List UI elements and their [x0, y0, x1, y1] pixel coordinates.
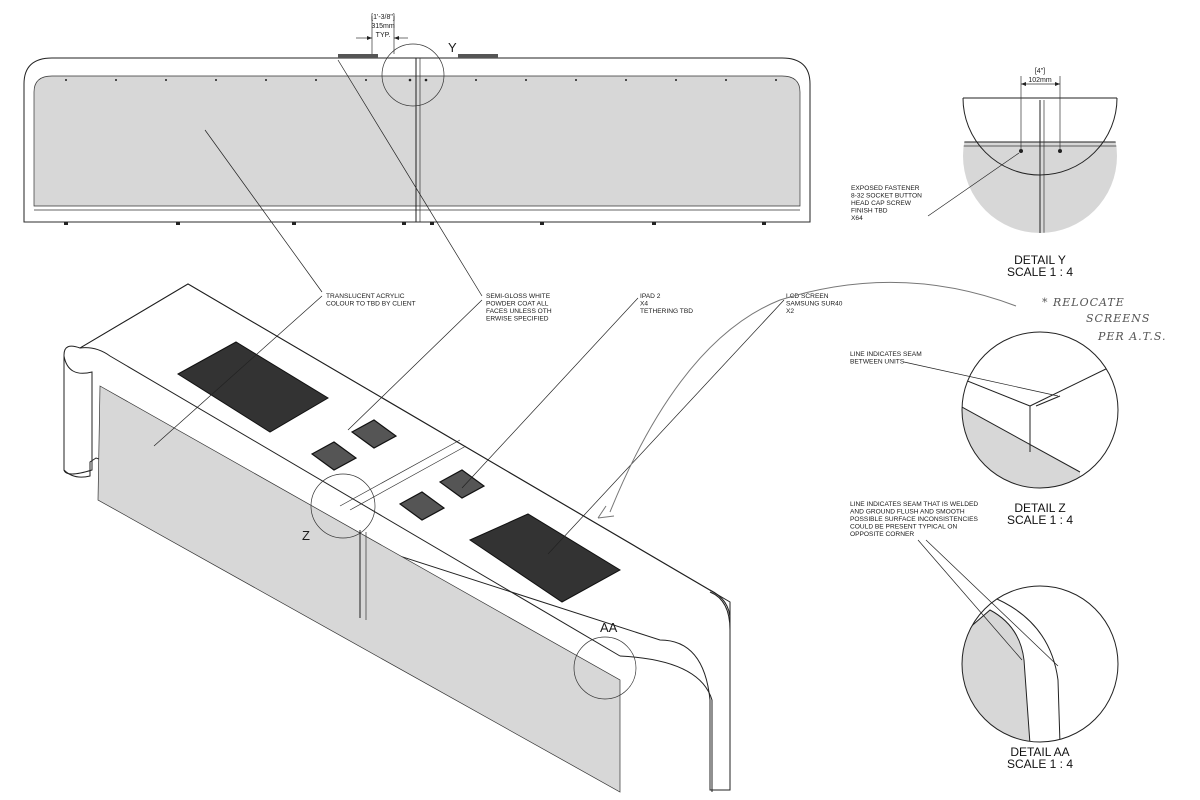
detail-z-scale: SCALE 1 : 4	[1007, 513, 1073, 527]
top-dimension-imperial: [1'-3/8"]	[371, 14, 395, 21]
detail-z-title: DETAIL Z	[1014, 501, 1065, 515]
lcd-screen-left	[177, 341, 329, 433]
callout-tag-aa: AA	[600, 620, 618, 635]
note-ipad: IPAD 2 X4 TETHERING TBD	[640, 293, 693, 315]
note-lcd: LCD SCREEN SAMSUNG SUR40 X2	[786, 293, 844, 315]
detail-y-scale: SCALE 1 : 4	[1007, 265, 1073, 279]
detail-aa-scale: SCALE 1 : 4	[1007, 757, 1073, 771]
detail-aa-view: LINE INDICATES SEAM THAT IS WELDED AND G…	[850, 501, 1119, 771]
ipad-4	[438, 469, 486, 499]
detail-y-dim-metric: 102mm	[1028, 77, 1052, 84]
top-dimension-metric: 315mm	[371, 23, 395, 30]
callout-tag-z: Z	[302, 528, 310, 543]
note-seam-aa: LINE INDICATES SEAM THAT IS WELDED AND G…	[850, 501, 980, 538]
ipad-2	[350, 419, 398, 449]
ipad-3	[398, 491, 446, 521]
top-dimension-note: TYP.	[376, 32, 391, 39]
detail-aa-title: DETAIL AA	[1010, 745, 1069, 759]
detail-y-callout: Y	[381, 40, 457, 107]
handwritten-markup: * RELOCATE SCREENS PER A.T.S.	[597, 281, 1167, 519]
note-powder-coat: SEMI-GLOSS WHITE POWDER COAT ALL FACES U…	[486, 293, 553, 323]
note-acrylic: TRANSLUCENT ACRYLIC COLOUR TO TBD BY CLI…	[326, 293, 416, 308]
note-seam-z: LINE INDICATES SEAM BETWEEN UNITS	[850, 351, 924, 366]
detail-y-title: DETAIL Y	[1014, 253, 1066, 267]
detail-z-view: LINE INDICATES SEAM BETWEEN UNITS DETAIL…	[850, 331, 1119, 527]
detail-z-callout: Z	[302, 473, 376, 543]
handwritten-note: * RELOCATE SCREENS PER A.T.S.	[1042, 296, 1167, 343]
note-fastener: EXPOSED FASTENER 8-32 SOCKET BUTTON HEAD…	[851, 185, 924, 222]
lcd-screen-right	[468, 513, 621, 603]
ipad-1	[310, 441, 358, 471]
detail-aa-callout: AA	[573, 620, 637, 700]
detail-y-view: [4"] 102mm EXPOSED FASTENER 8-32 SOCKET …	[851, 68, 1118, 279]
callout-tag-y: Y	[448, 40, 457, 55]
isometric-view	[63, 283, 731, 793]
top-dimension: [1'-3/8"] 315mm TYP.	[356, 14, 408, 54]
front-elevation-view	[23, 54, 811, 225]
leader-lines	[153, 59, 785, 555]
detail-y-dim-imperial: [4"]	[1035, 68, 1045, 75]
